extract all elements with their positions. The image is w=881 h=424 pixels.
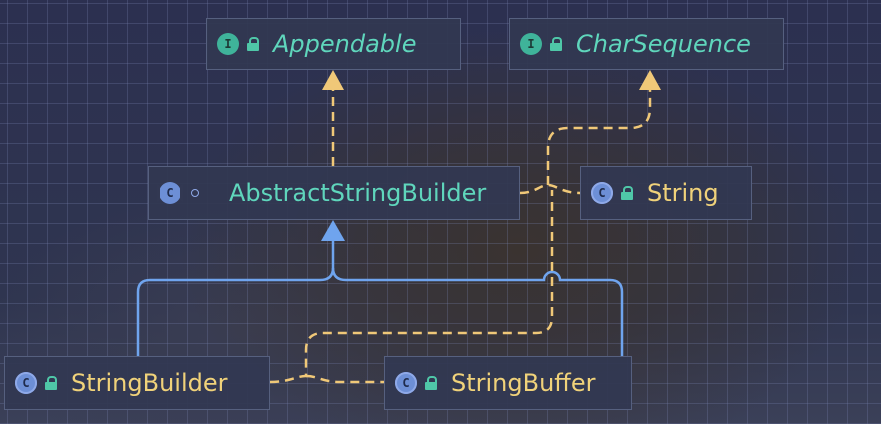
class-icon: C	[15, 372, 37, 394]
edge-trunk-to-charsequence	[546, 90, 652, 185]
node-label: AbstractStringBuilder	[229, 179, 487, 207]
node-label: String	[647, 179, 719, 207]
edge-stringbuilder-stringbuffer-to-charsequence	[269, 190, 554, 384]
node-stringbuffer[interactable]: C StringBuffer	[384, 356, 632, 410]
class-icon: C	[591, 182, 613, 204]
node-string[interactable]: C String	[580, 166, 752, 220]
lock-icon	[45, 376, 57, 390]
node-label: StringBuilder	[71, 369, 228, 397]
arrowhead-appendable	[322, 70, 344, 90]
interface-icon: I	[217, 33, 239, 55]
lock-icon	[550, 37, 562, 51]
class-icon: C	[395, 372, 417, 394]
interface-icon: I	[520, 33, 542, 55]
node-label: StringBuffer	[451, 369, 596, 397]
abstract-class-icon: C	[157, 182, 183, 204]
node-label: CharSequence	[576, 30, 751, 58]
lock-icon	[425, 376, 437, 390]
edge-string-abstractstringbuilder-to-charsequence	[519, 183, 581, 195]
arrowhead-charsequence	[639, 70, 661, 90]
package-private-icon	[191, 189, 199, 197]
node-appendable[interactable]: I Appendable	[206, 18, 461, 70]
node-charsequence[interactable]: I CharSequence	[509, 18, 784, 70]
edge-stringbuilder-abstractstringbuilder	[136, 238, 335, 356]
node-stringbuilder[interactable]: C StringBuilder	[4, 356, 270, 410]
lock-icon	[621, 186, 633, 200]
lock-icon	[247, 37, 259, 51]
node-label: Appendable	[273, 30, 417, 58]
edge-stringbuffer-abstractstringbuilder	[331, 267, 624, 356]
edge-stringbuffer-join	[305, 374, 384, 384]
arrowhead-abstractstringbuilder	[321, 220, 345, 241]
node-abstractstringbuilder[interactable]: C AbstractStringBuilder	[148, 166, 520, 220]
